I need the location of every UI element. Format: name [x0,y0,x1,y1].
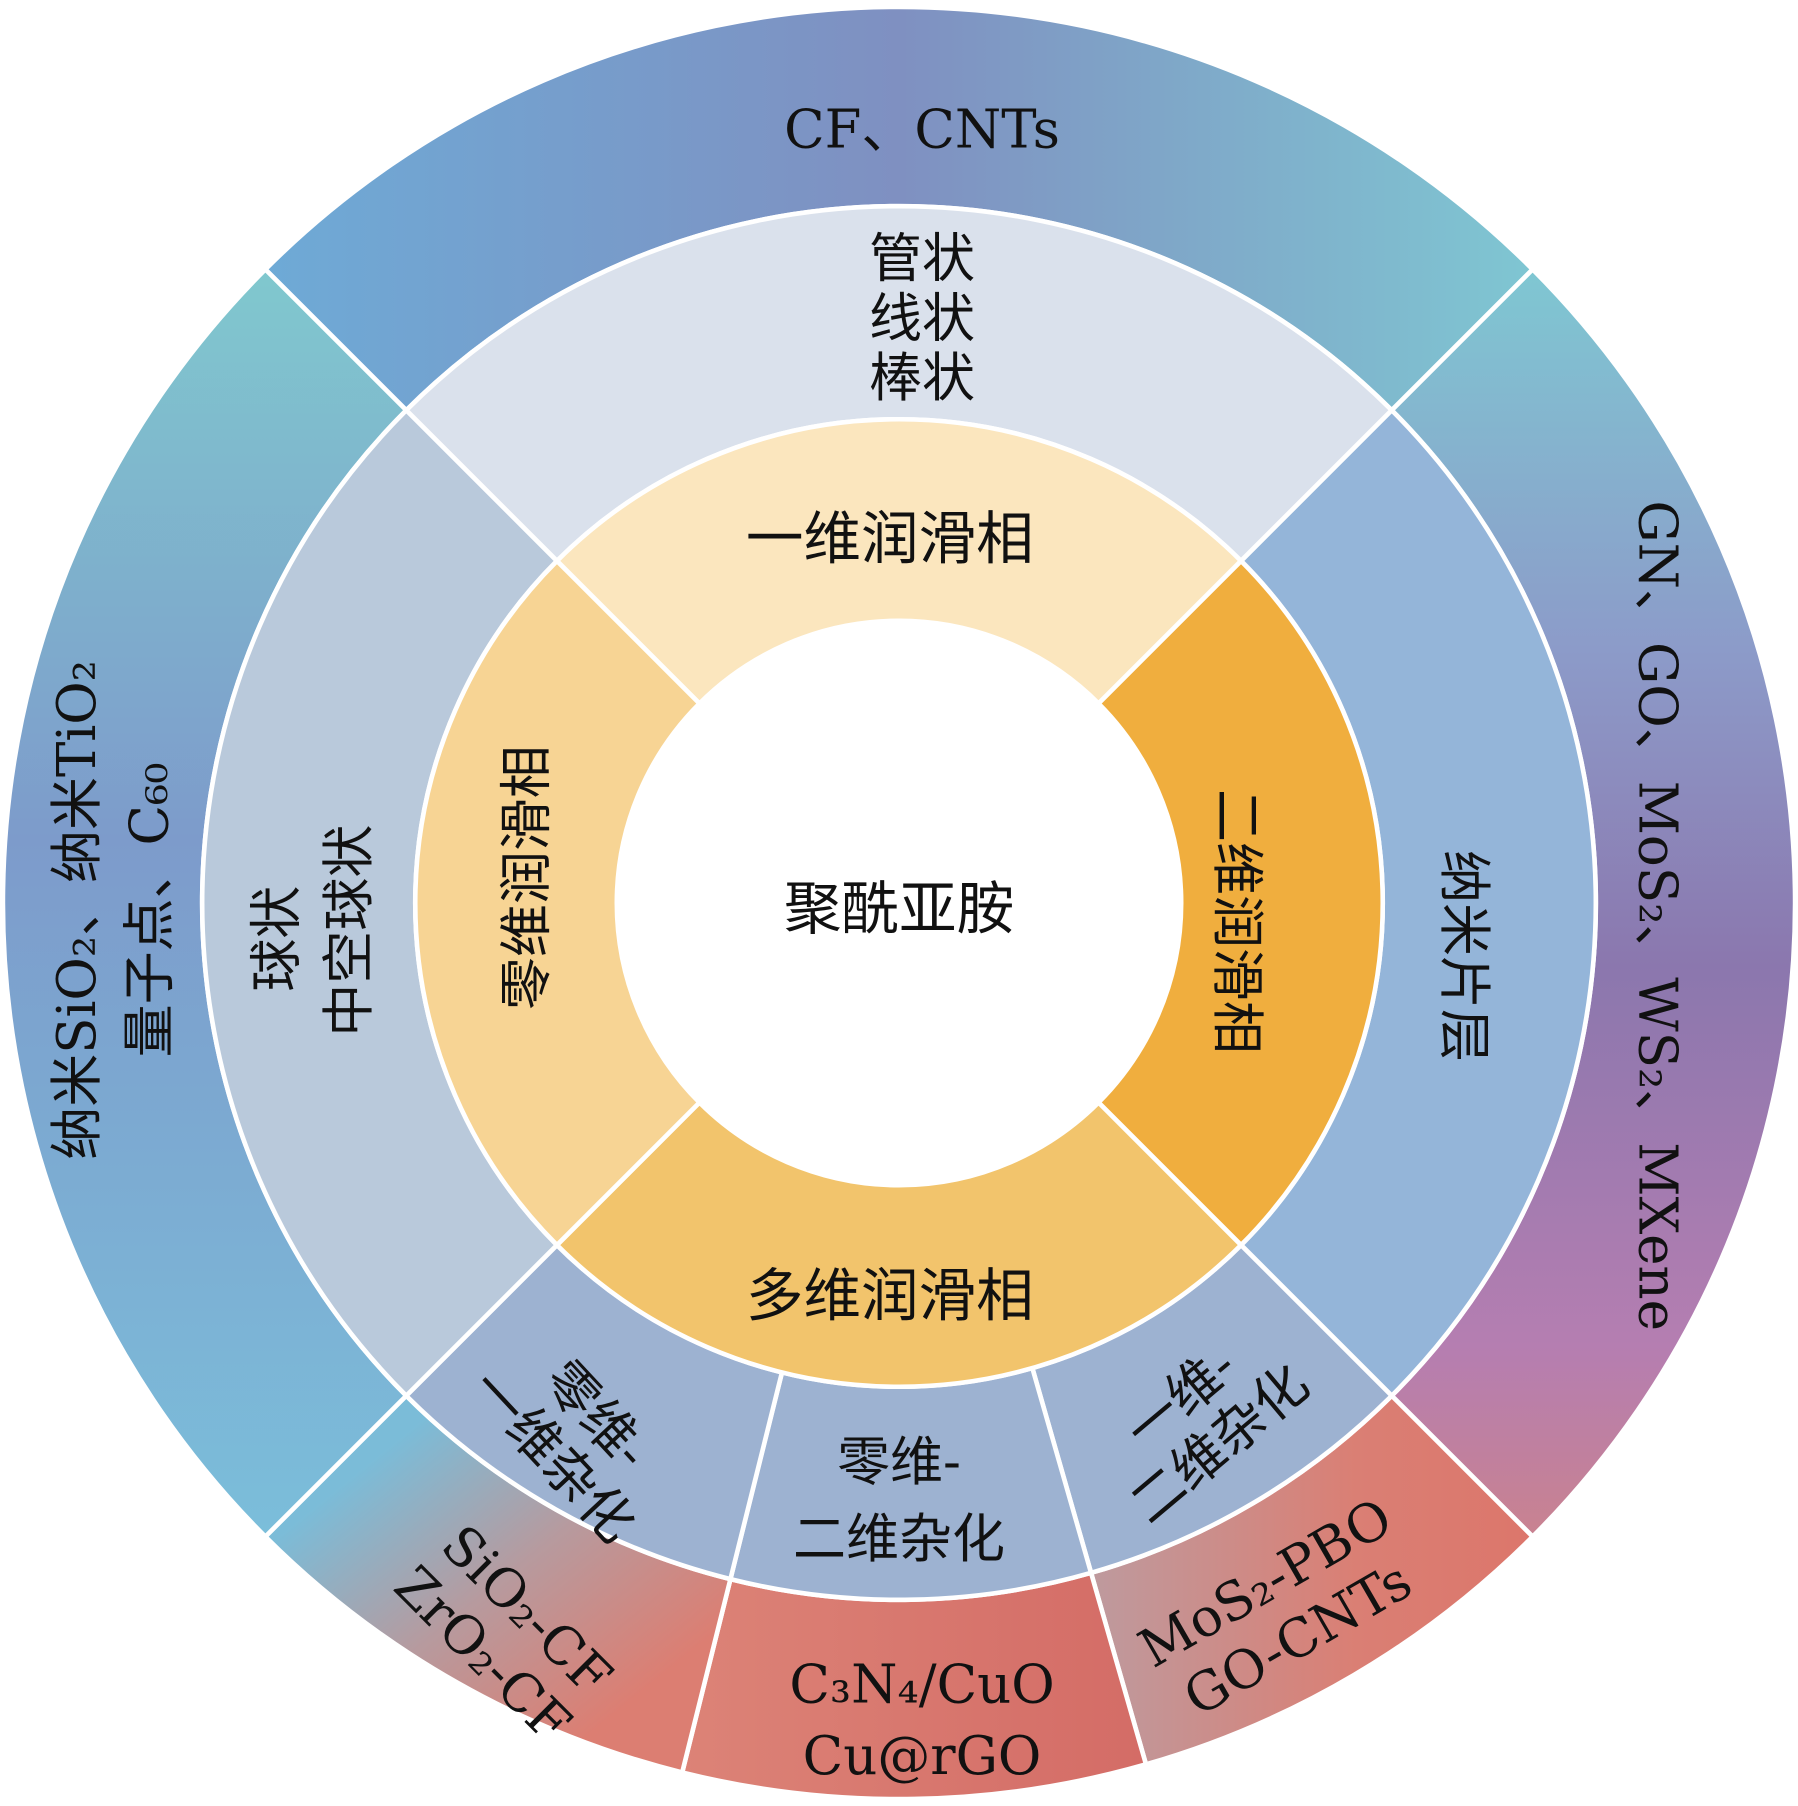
outer-top-label: CF、CNTs [784,99,1060,160]
outer-right-label: GN、GO、MoS₂、WS₂、MXene [1627,500,1688,1331]
middle-top-line-2: 线状 [869,288,975,349]
inner-top-sector [553,416,1245,707]
inner-bottom-label: 多维润滑相 [746,1262,1034,1329]
middle-left-line-2: 中空球状 [319,825,380,1037]
inner-bottom-sector [553,1099,1245,1390]
inner-top-label: 一维润滑相 [746,506,1034,573]
inner-right-label: 二维润滑相 [1206,789,1267,1054]
middle-right-label: 纳米片层 [1433,850,1494,1062]
outer-bottom-center-line-1: C₃N₄/CuO [789,1654,1054,1715]
inner-left-sector [412,557,703,1249]
inner-right-sector [1095,557,1386,1249]
middle-top-line-1: 管状 [869,228,975,289]
inner-left-label: 零维润滑相 [496,745,557,1010]
middle-top-line-3: 棒状 [869,348,975,409]
ring-sectors [0,4,1798,1802]
middle-bottom-center-line-1: 零维- [837,1432,961,1493]
center-circle [619,623,1179,1183]
center-label: 聚酰亚胺 [784,875,1014,942]
middle-left-line-1: 球状 [246,886,307,992]
outer-left-line-2: 量子点、C₆₀ [120,762,181,1057]
middle-bottom-center-line-2: 二维杂化 [793,1509,1005,1570]
outer-bottom-center-line-2: Cu@rGO [803,1726,1042,1787]
outer-left-line-1: 纳米SiO₂、纳米TiO₂ [47,660,108,1160]
